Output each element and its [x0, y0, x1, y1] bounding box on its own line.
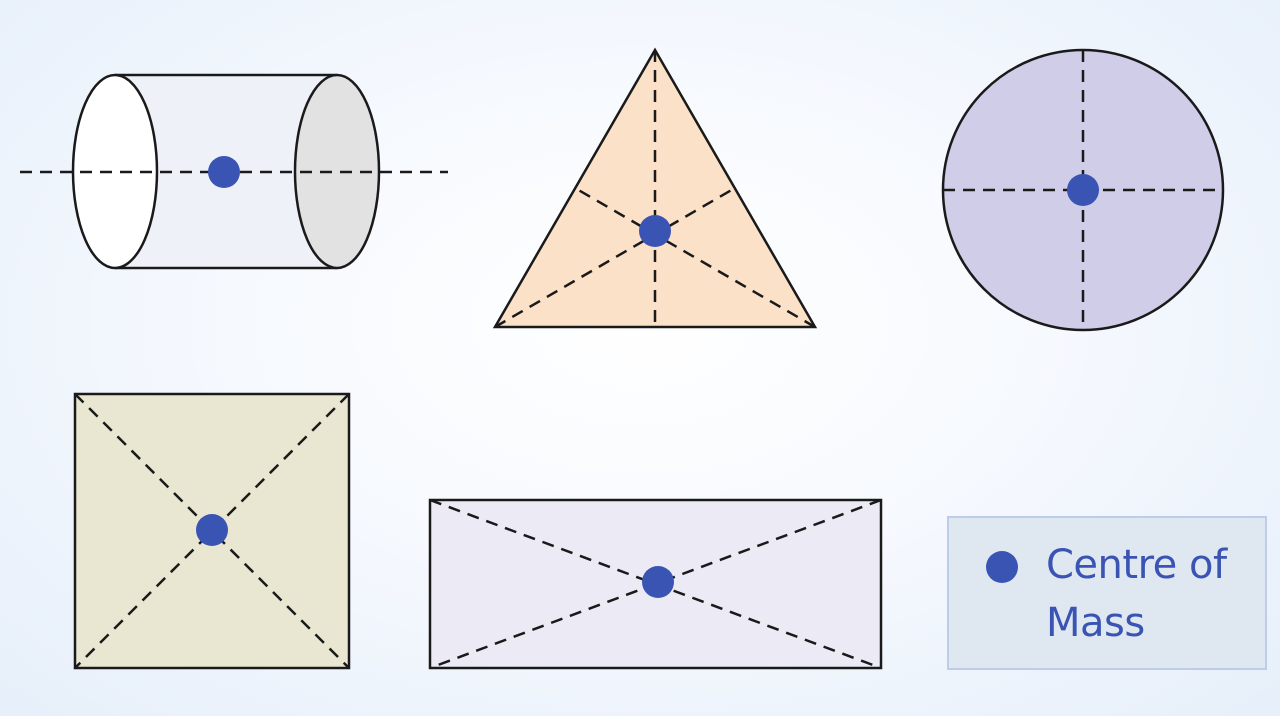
square-centre-of-mass-dot	[196, 514, 228, 546]
cylinder-left-end	[71, 73, 159, 270]
triangle-median-left	[494, 186, 736, 329]
rectangle-shape	[428, 498, 883, 670]
triangle-median-right	[574, 186, 816, 329]
square-diagonal-2	[74, 393, 350, 669]
legend-label: Centre of Mass	[1046, 542, 1227, 646]
triangle-centre-of-mass-dot	[639, 215, 671, 247]
square-shape	[73, 392, 351, 670]
cylinder-shape	[20, 73, 448, 270]
circle-shape	[941, 48, 1225, 332]
cylinder-centre-of-mass-dot	[208, 156, 240, 188]
legend-box: Centre of Mass	[947, 516, 1267, 670]
triangle-shape	[492, 47, 818, 329]
legend-centre-dot-icon	[986, 551, 1018, 583]
square-diagonal-1	[74, 393, 350, 669]
circle-centre-of-mass-dot	[1067, 174, 1099, 206]
triangle-outline	[492, 47, 818, 329]
cylinder-right-end	[293, 73, 381, 270]
rectangle-centre-of-mass-dot	[642, 566, 674, 598]
